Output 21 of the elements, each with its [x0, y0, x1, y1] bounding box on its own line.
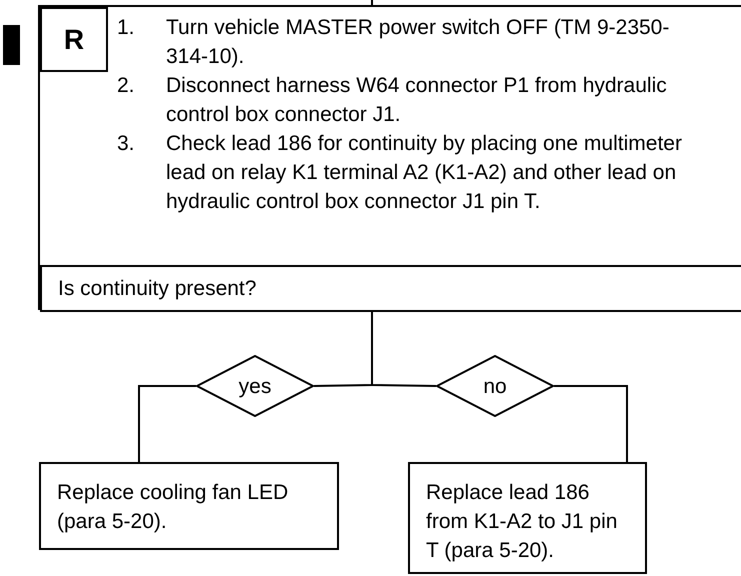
decision-label: yes [238, 376, 272, 396]
connector-line [371, 310, 436, 387]
step-letter: R [64, 26, 84, 54]
decision-label: no [483, 376, 507, 396]
connector-line [371, 0, 373, 5]
step-text: Disconnect harness W64 connector P1 from hydraulic control box connector J1. [166, 73, 668, 128]
connector-line [138, 385, 196, 462]
question-band [40, 265, 741, 312]
question-text: Is continuity present? [58, 277, 256, 300]
step-text: Turn vehicle MASTER power switch OFF (TM 9-2350-314-10). [166, 15, 670, 70]
step-number: 1. [117, 15, 136, 41]
step-letter-box [40, 7, 108, 72]
action-box [408, 462, 647, 574]
step-number: 3. [117, 131, 136, 157]
action-box [39, 462, 339, 550]
action-text: Replace cooling fan LED (para 5-20). [57, 480, 290, 535]
step-number: 2. [117, 73, 136, 99]
action-text: Replace lead 186 from K1-A2 to J1 pin T (para 5-20). [426, 480, 618, 564]
procedure-box [38, 5, 741, 310]
connector-line [554, 385, 628, 462]
step-text: Check lead 186 for continuity by placing one multimeter lead on relay K1 terminal A2 (K1-A2) and other lead on hydraulic control box connector J1 pin T. [166, 131, 683, 215]
